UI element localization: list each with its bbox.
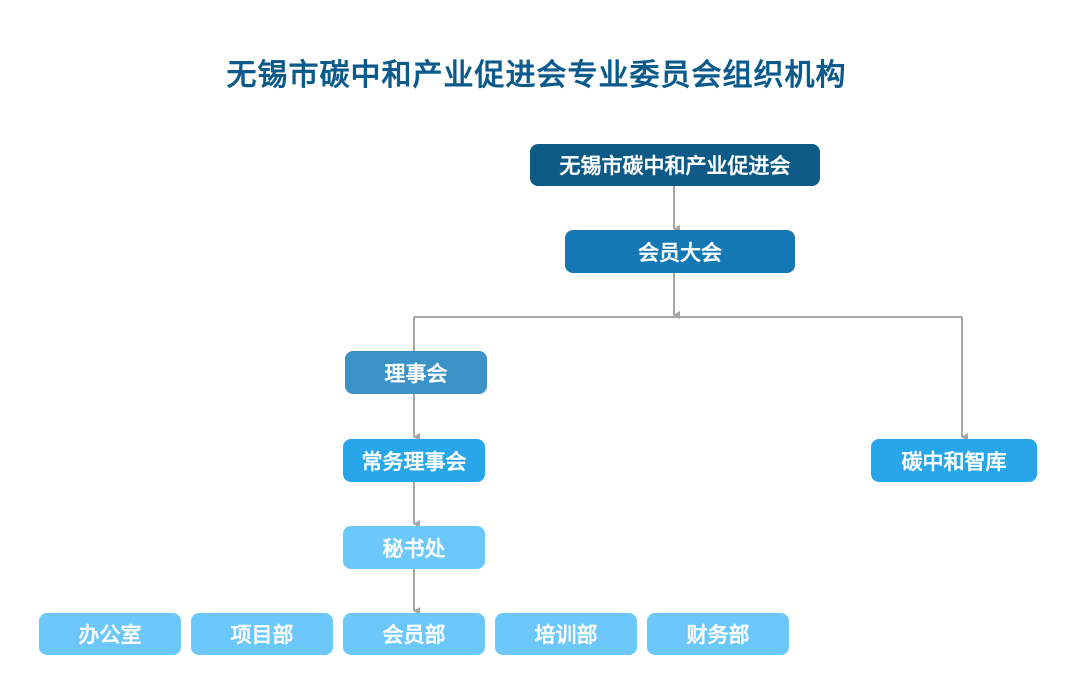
node-dept-training: 培训部 <box>495 613 637 655</box>
node-think-tank: 碳中和智库 <box>871 439 1037 482</box>
page-title: 无锡市碳中和产业促进会专业委员会组织机构 <box>226 58 847 93</box>
node-root-association: 无锡市碳中和产业促进会 <box>530 144 820 186</box>
node-secretariat: 秘书处 <box>343 526 485 569</box>
node-dept-project: 项目部 <box>191 613 333 655</box>
node-dept-finance: 财务部 <box>647 613 789 655</box>
node-dept-office: 办公室 <box>39 613 181 655</box>
node-standing-council: 常务理事会 <box>343 439 485 482</box>
node-council: 理事会 <box>345 351 487 394</box>
node-dept-membership: 会员部 <box>343 613 485 655</box>
node-member-assembly: 会员大会 <box>565 230 795 273</box>
